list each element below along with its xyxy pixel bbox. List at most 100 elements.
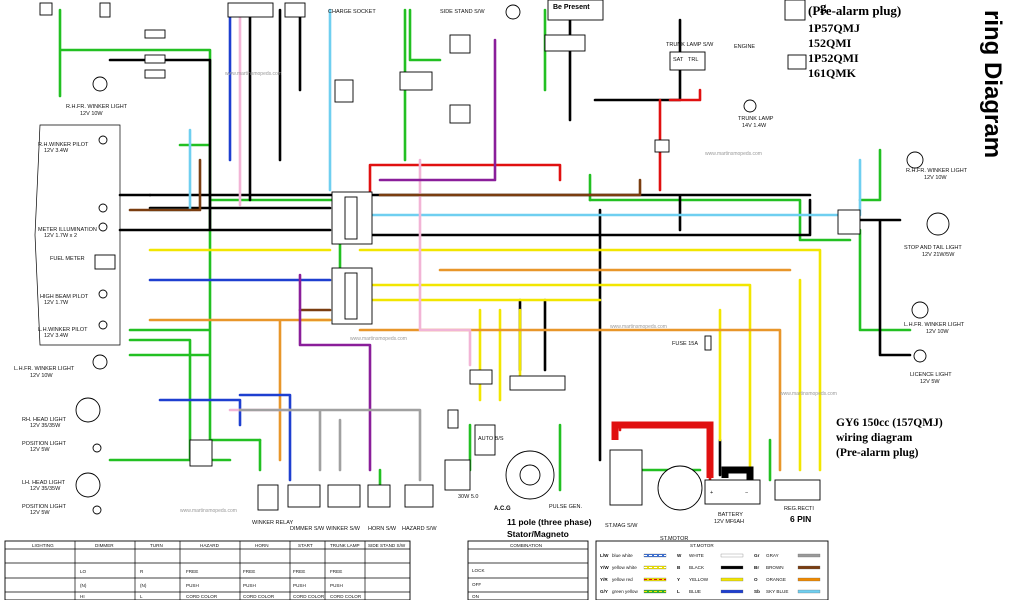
ignition-coil-terminal xyxy=(505,4,521,20)
bulb-rh-head-light xyxy=(75,397,101,423)
auto-bystarter xyxy=(474,424,496,456)
combination-on: ON xyxy=(472,594,479,599)
connector-top-2 xyxy=(99,2,111,18)
watermark-3: www.martinsmopeds.com xyxy=(350,336,407,342)
meter-illumination-spec: 12V 1.7W x 2 xyxy=(44,233,77,239)
stop-tail-label: STOP AND TAIL LIGHT xyxy=(904,245,962,251)
resistor-label: 30W 5.0 xyxy=(458,494,478,500)
watermarks: www.martinsmopeds.com www.martinsmopeds.… xyxy=(180,71,837,514)
connector-top-1 xyxy=(39,2,53,16)
fuel-meter-label: FUEL METER xyxy=(50,256,85,262)
rh-fr-winker-label: R.H.FR. WINKER LIGHT xyxy=(66,104,128,110)
position-light-1-spec: 12V 5W xyxy=(30,447,50,453)
wire-lightblue xyxy=(148,8,862,217)
legend-text-9: BROWN xyxy=(766,565,784,570)
connector-main-top xyxy=(227,2,274,18)
legend-code-2: Y/R xyxy=(600,577,608,582)
lh-head-light-label: LH. HEAD LIGHT xyxy=(22,480,66,486)
watermark-4: www.martinsmopeds.com xyxy=(610,324,667,330)
dimmer-hi: HI xyxy=(80,594,85,599)
legend-code-0: L/W xyxy=(600,553,609,558)
combination-frame xyxy=(467,540,589,600)
be-present-label: Be Present xyxy=(553,4,590,11)
gy6-title-2: wiring diagram xyxy=(836,432,913,444)
meter-panel-outline xyxy=(34,124,121,346)
winker-relay-label: WINKER RELAY xyxy=(252,520,293,526)
legend-text-11: SKY BLUE xyxy=(766,589,788,594)
acg-stator-center xyxy=(519,464,541,486)
hazard-push: PUSH xyxy=(186,583,199,588)
watermark-5: www.martinsmopeds.com xyxy=(780,391,837,397)
rh-winker-pilot-label: R.H.WINKER PILOT xyxy=(38,142,89,148)
hazard-free: FREE xyxy=(186,569,198,574)
side-stand-label: SIDE STAND S/W xyxy=(440,9,485,15)
legend-swatch-10 xyxy=(797,577,821,582)
hazard-switch xyxy=(404,484,434,508)
connector-acg-top xyxy=(469,369,493,385)
legend-header: ST.MOTOR xyxy=(690,543,714,548)
legend-text-5: BLACK xyxy=(689,565,705,570)
wires xyxy=(58,8,912,492)
table-header-dimmer: DIMMER xyxy=(95,543,114,548)
meter-illumination-label: METER ILLUMINATION xyxy=(38,227,97,233)
position-light-1-label: POSITION LIGHT xyxy=(22,441,67,447)
trunk-free: FREE xyxy=(330,569,342,574)
switch-table: LIGHTING DIMMER TURN HAZARD HORN START T… xyxy=(4,540,411,600)
rh-winker-pilot-spec: 12V 3.4W xyxy=(44,148,69,154)
turn-r: R xyxy=(140,569,144,574)
bulb-meter-illumination-1 xyxy=(98,203,108,213)
top-connectors: CHARGE SOCKET SIDE STAND S/W Be Present … xyxy=(39,0,807,153)
wire-gray xyxy=(238,408,422,482)
table-header-horn: HORN xyxy=(255,543,269,548)
position-light-2-label: POSITION LIGHT xyxy=(22,504,67,510)
trunk-push: PUSH xyxy=(330,583,343,588)
trunk-lamp-label: TRUNK LAMP xyxy=(738,116,774,122)
wire-purple xyxy=(298,38,497,472)
wire-green-lower xyxy=(128,173,592,492)
trunk-sat-label: SAT xyxy=(673,57,684,63)
charge-socket xyxy=(334,79,354,103)
winker-sw-label: WINKER S/W xyxy=(326,526,361,532)
six-pin-label: 6 PIN xyxy=(790,514,811,524)
rh-fr-winker-spec: 12V 10W xyxy=(80,111,103,117)
connector-center-big-2-inner xyxy=(344,272,358,320)
legend-code-6: Y xyxy=(677,577,680,582)
watermark-6: www.martinsmopeds.com xyxy=(180,508,237,514)
combination-off: OFF xyxy=(472,582,481,587)
battery-plus: + xyxy=(710,490,713,496)
legend-code-10: O xyxy=(754,577,758,582)
connector-center-big-1-inner xyxy=(344,196,358,240)
wire-red-battery-cable xyxy=(611,421,714,478)
regulator-rectifier xyxy=(774,479,821,501)
dimmer-lo: LO xyxy=(80,569,87,574)
main-title-vertical: ring Diagram xyxy=(979,10,1006,158)
rh-head-light-label: RH. HEAD LIGHT xyxy=(22,417,67,423)
lh-fr-winker-spec: 12V 10W xyxy=(30,373,53,379)
gy6-title-1: GY6 150cc (157QMJ) xyxy=(836,417,943,429)
fuel-meter-gauge xyxy=(94,254,116,270)
connector-right-2 xyxy=(787,54,807,70)
connector-right-tail xyxy=(837,209,861,235)
title-fragment: g xyxy=(820,0,827,14)
auto-bs-label: AUTO B/S xyxy=(478,436,504,442)
position-light-2-spec: 12V 5W xyxy=(30,510,50,516)
legend-code-1: Y/W xyxy=(600,565,609,570)
table-header-side-stand: SIDE STAND S/W xyxy=(368,543,406,548)
licence-light-label: LICENCE LIGHT xyxy=(910,372,952,378)
starter-motor xyxy=(657,465,703,511)
legend-code-5: B xyxy=(677,565,681,570)
turn-l: L xyxy=(140,594,143,599)
bottom-switches: WINKER RELAY DIMMER S/W WINKER S/W HORN … xyxy=(189,439,437,532)
right-fr-winker-label: R.H.FR. WINKER LIGHT xyxy=(906,168,968,174)
be-present-box xyxy=(547,0,604,21)
start-cord: CORD COLOR xyxy=(293,594,325,599)
resistor xyxy=(447,409,459,429)
connector-side-2 xyxy=(449,104,471,124)
legend-text-3: green yellow xyxy=(612,589,638,594)
model-1: 1P57QMJ xyxy=(808,21,860,35)
battery-minus: − xyxy=(745,490,748,496)
legend-code-11: Sb xyxy=(754,589,760,594)
connector-top-6 xyxy=(284,2,306,18)
